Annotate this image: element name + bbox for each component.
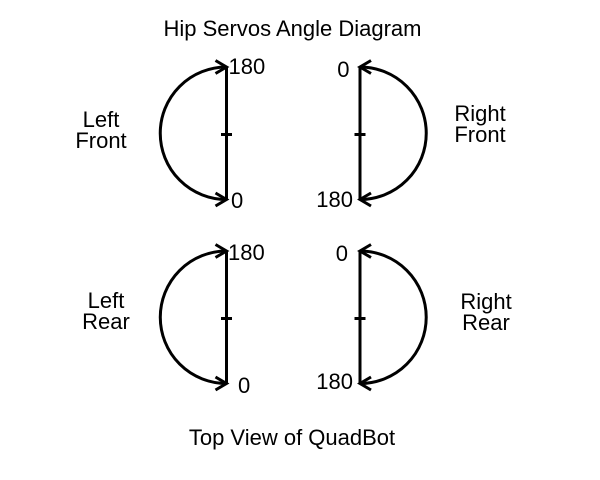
left-rear-figure (158, 243, 232, 392)
right-front-arc (359, 65, 428, 201)
left-front-arrowhead-bottom (214, 191, 230, 208)
right-rear-bottom-angle: 180 (316, 368, 353, 394)
left-front-arc (158, 65, 227, 201)
diagram-title: Hip Servos Angle Diagram (163, 16, 422, 41)
left-rear-arrowhead-top (214, 243, 230, 259)
left-front-label: Left Front (75, 107, 127, 153)
left-rear-bottom-angle: 0 (238, 372, 251, 398)
right-front-arrowhead-top (357, 59, 372, 75)
left-rear-label-line1: Left (87, 288, 125, 313)
right-rear-label: Right Rear (460, 288, 512, 335)
right-front-label-line2: Front (454, 122, 506, 147)
right-front-figure (354, 59, 428, 208)
left-front-top-angle: 180 (228, 54, 266, 79)
right-rear-arrowhead-bottom (357, 375, 372, 392)
left-front-label-line2: Front (75, 128, 127, 153)
left-front-bottom-angle: 0 (231, 187, 244, 213)
left-front-figure (158, 59, 232, 208)
right-front-top-angle: 0 (337, 57, 350, 82)
right-front-label-line1: Right (454, 101, 506, 126)
left-rear-arc (158, 249, 227, 385)
right-rear-label-line2: Rear (462, 309, 510, 335)
right-rear-top-angle: 0 (335, 240, 348, 266)
right-rear-figure (354, 243, 428, 392)
left-rear-label-line2: Rear (82, 309, 130, 334)
right-rear-label-line1: Right (460, 288, 512, 314)
right-front-arrowhead-bottom (357, 191, 372, 208)
left-rear-arrowhead-bottom (214, 375, 230, 392)
left-front-arrowhead-top (214, 59, 230, 75)
right-front-label: Right Front (454, 101, 506, 147)
right-rear-arc (359, 249, 428, 385)
left-rear-top-angle: 180 (228, 239, 265, 265)
diagram-caption: Top View of QuadBot (188, 425, 396, 450)
right-front-bottom-angle: 180 (316, 186, 353, 212)
left-front-label-line1: Left (82, 107, 120, 132)
right-rear-arrowhead-top (357, 243, 372, 259)
left-rear-label: Left Rear (82, 288, 130, 334)
